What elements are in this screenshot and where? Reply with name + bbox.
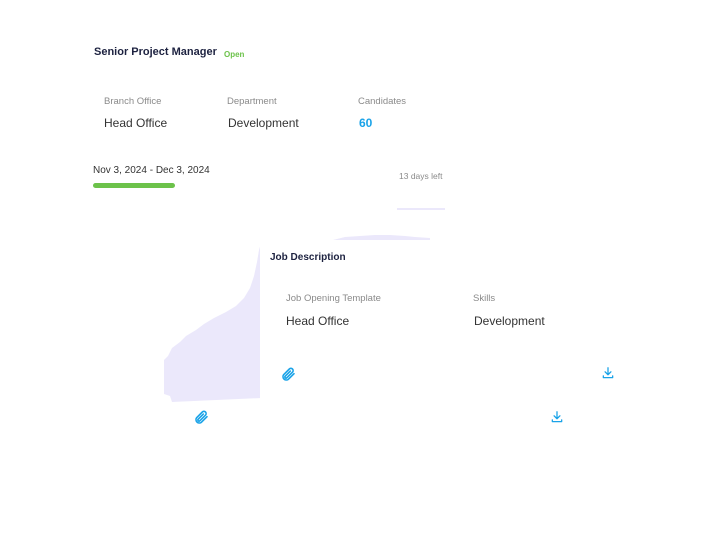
- job-opening-template-value: Head Office: [286, 314, 350, 328]
- days-left: 13 days left: [399, 171, 443, 181]
- job-title: Senior Project Manager: [94, 46, 217, 58]
- status-badge: Open: [224, 50, 245, 59]
- department-label: Department: [227, 96, 277, 107]
- job-opening-template-label: Job Opening Template: [286, 293, 381, 304]
- skills-label: Skills: [473, 293, 496, 304]
- department-value: Development: [228, 116, 299, 130]
- branch-office-value: Head Office: [104, 116, 168, 130]
- download-icon[interactable]: [601, 366, 615, 380]
- candidates-label: Candidates: [358, 96, 407, 107]
- candidates-count[interactable]: 60: [359, 116, 373, 130]
- paperclip-icon[interactable]: [280, 366, 296, 382]
- download-icon[interactable]: [550, 410, 564, 424]
- branch-office-label: Branch Office: [104, 96, 162, 107]
- job-description-title: Job Description: [270, 252, 346, 263]
- paperclip-icon[interactable]: [193, 409, 209, 425]
- progress-bar: [93, 183, 175, 188]
- date-range: Nov 3, 2024 - Dec 3, 2024: [93, 165, 210, 176]
- skills-value: Development: [474, 314, 545, 328]
- job-description-card: [260, 240, 704, 400]
